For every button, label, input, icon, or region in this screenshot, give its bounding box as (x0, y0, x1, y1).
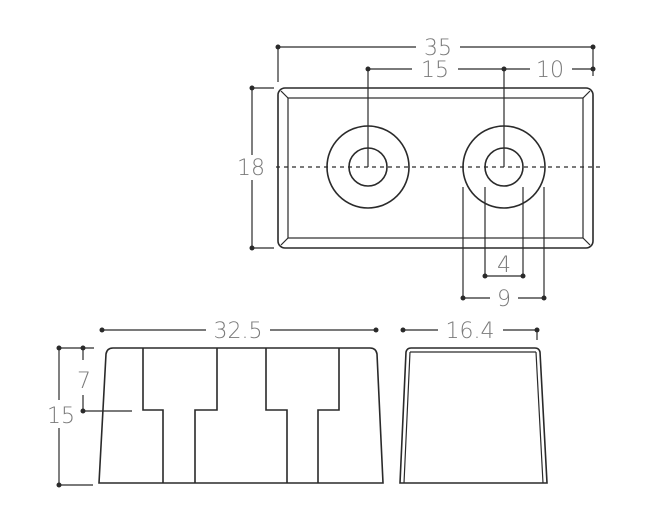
dim-total-height: 15 (47, 404, 75, 429)
dimension-16-4: 16.4 (400, 319, 540, 344)
corner-chamfers (280, 90, 591, 246)
dimension-15: 15 (47, 345, 94, 488)
dim-overall-length: 35 (424, 36, 452, 61)
dimension-4: 4 (482, 187, 526, 279)
side-outline (399, 347, 548, 484)
dim-width: 18 (237, 156, 265, 181)
dim-side-width: 16.4 (446, 319, 495, 344)
dim-slot-depth: 7 (77, 369, 91, 394)
side-view: 16.4 (399, 319, 548, 484)
slot-left (142, 348, 218, 483)
dim-front-length: 32.5 (214, 319, 263, 344)
front-outline (98, 347, 384, 484)
dim-boss-diameter: 9 (497, 287, 511, 312)
top-outer-outline (277, 87, 594, 249)
dimension-32-5: 32.5 (99, 319, 379, 344)
side-chamfer-lines (403, 351, 544, 484)
dimension-15-10: 15 10 (365, 58, 596, 167)
dim-hole-to-edge: 10 (536, 58, 564, 83)
dimension-18: 18 (237, 85, 274, 251)
dim-hole-diameter: 4 (497, 253, 511, 278)
top-inner-outline (287, 97, 584, 239)
dimension-7: 7 (77, 345, 132, 414)
dimension-35: 35 (275, 36, 596, 82)
dim-hole-spacing: 15 (421, 58, 449, 83)
front-view: 32.5 15 7 (47, 319, 384, 488)
slot-right (265, 348, 340, 483)
top-view: 35 15 10 18 4 9 (237, 36, 600, 312)
dimension-9: 9 (460, 187, 547, 312)
